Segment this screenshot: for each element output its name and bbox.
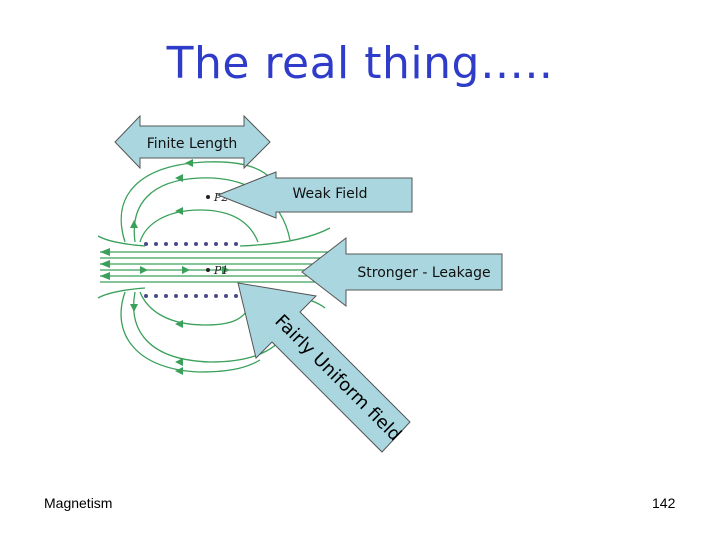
svg-text:Stronger - Leakage: Stronger - Leakage (357, 265, 490, 281)
svg-text:Weak Field: Weak Field (292, 186, 367, 202)
fairly-uniform-field-callout: Fairly Uniform field (237, 282, 411, 453)
page-number: 142 (652, 495, 676, 511)
stronger-leakage-callout: Stronger - Leakage (301, 236, 503, 308)
coil-dots (144, 242, 238, 298)
finite-length-callout: Finite Length (114, 114, 271, 170)
footer-label: Magnetism (44, 495, 113, 511)
svg-text:Fairly Uniform field: Fairly Uniform field (270, 311, 405, 446)
svg-text:Finite Length: Finite Length (147, 136, 238, 152)
field-arrowheads (100, 159, 230, 375)
svg-text:P1: P1 (213, 264, 228, 277)
field-point-p1: P1 (206, 264, 228, 277)
weak-field-callout: Weak Field (216, 171, 413, 219)
slide-title: The real thing….. (166, 38, 554, 89)
